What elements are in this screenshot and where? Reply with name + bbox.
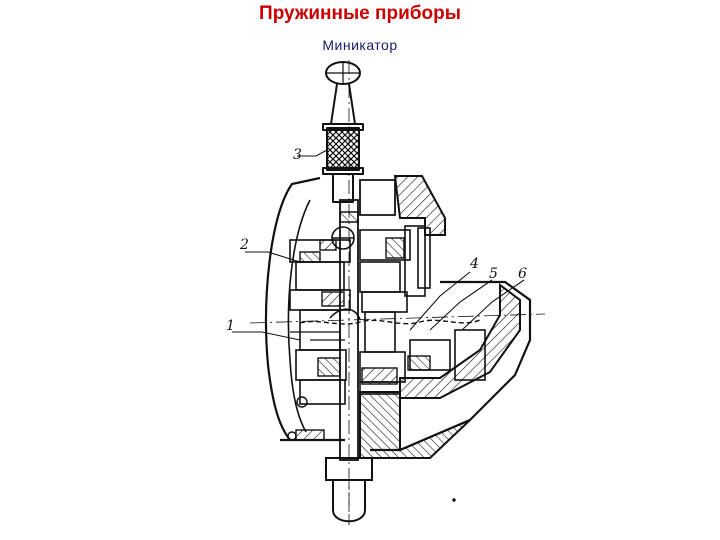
housing-lower-center <box>359 391 471 459</box>
spring-chain <box>299 319 481 325</box>
part-label-4: 4 <box>469 256 479 272</box>
knurled-cap-3 <box>326 127 360 171</box>
housing-right-block <box>393 175 446 236</box>
part-label-6: 6 <box>518 266 527 282</box>
slide-subtitle: Миникатор <box>322 37 398 53</box>
part-label-5: 5 <box>489 266 498 282</box>
housing-outer-shell <box>264 176 321 441</box>
part-label-2: 2 <box>239 237 249 253</box>
part-label-3: 3 <box>293 147 302 163</box>
slide-title: Пружинные приборы <box>259 3 461 24</box>
part-label-1: 1 <box>226 318 235 334</box>
